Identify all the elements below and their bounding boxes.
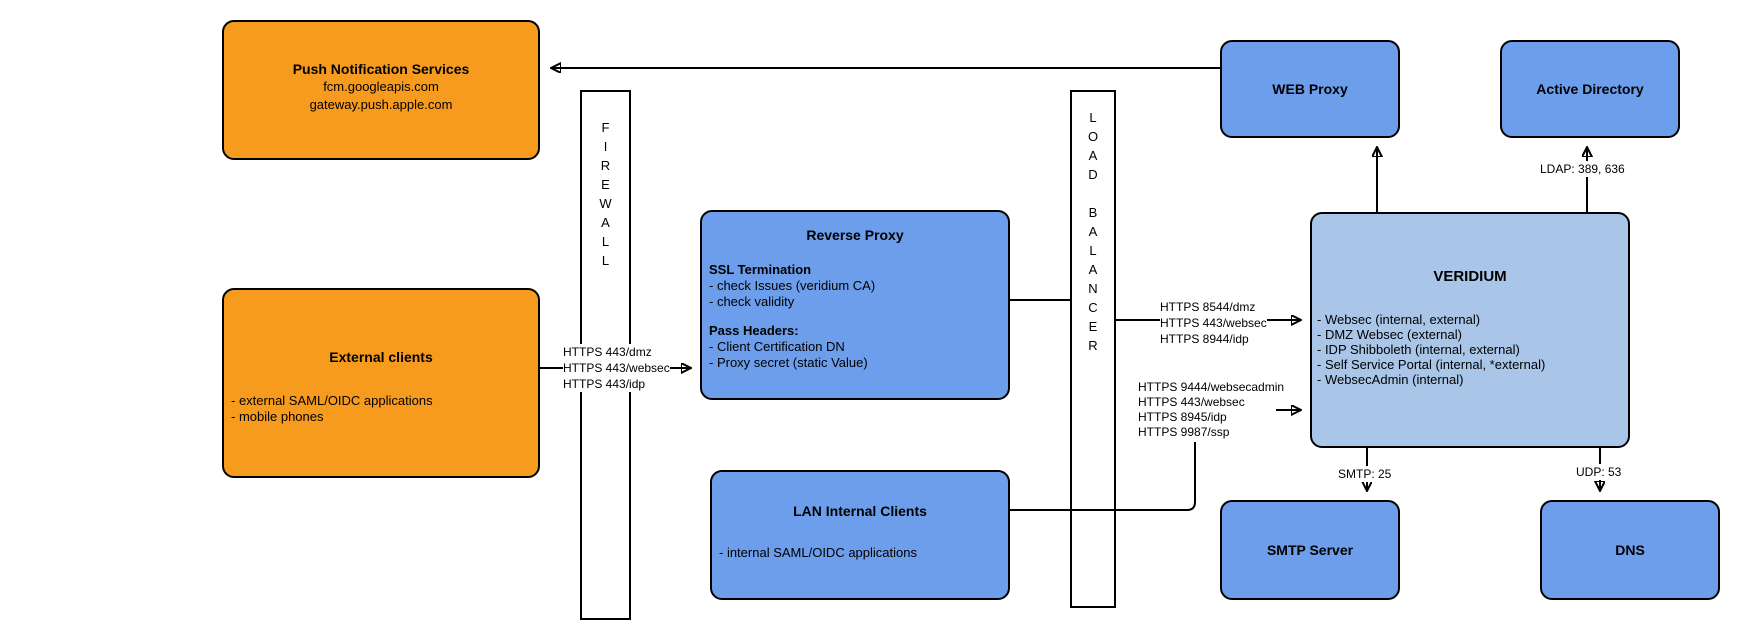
ldap-ports-label: LDAP: 389, 636 <box>1540 161 1625 177</box>
port-label: HTTPS 8544/dmz <box>1160 299 1256 315</box>
port-label: HTTPS 443/websec <box>563 360 670 376</box>
lan-internal-clients-item: - internal SAML/OIDC applications <box>719 545 917 560</box>
reverse-proxy-item: - check Issues (veridium CA) <box>709 278 876 293</box>
veridium-service-item: - WebsecAdmin (internal) <box>1317 372 1464 387</box>
smtp-server-title: SMTP Server <box>1266 542 1354 558</box>
port-label: HTTPS 443/websec <box>1138 395 1245 410</box>
web-proxy-title: WEB Proxy <box>1272 81 1348 97</box>
veridium-box: VERIDIUM - Websec (internal, external) -… <box>1310 212 1630 448</box>
external-clients-box: External clients - external SAML/OIDC ap… <box>222 288 540 478</box>
reverse-proxy-item: - Client Certification DN <box>709 339 845 354</box>
reverse-proxy-section-heading: Pass Headers: <box>709 323 799 338</box>
reverse-proxy-item: - check validity <box>709 294 795 309</box>
veridium-service-item: - IDP Shibboleth (internal, external) <box>1317 342 1520 357</box>
veridium-service-item: - Self Service Portal (internal, *extern… <box>1317 357 1546 372</box>
smtp-server-box: SMTP Server <box>1220 500 1400 600</box>
veridium-title: VERIDIUM <box>1433 268 1507 285</box>
push-fcm-host: fcm.googleapis.com <box>323 79 439 94</box>
veridium-service-item: - DMZ Websec (external) <box>1317 327 1462 342</box>
reverse-proxy-section-heading: SSL Termination <box>709 262 812 277</box>
lan-internal-clients-title: LAN Internal Clients <box>793 503 927 519</box>
push-apple-host: gateway.push.apple.com <box>309 97 453 112</box>
port-label: HTTPS 443/dmz <box>563 344 652 360</box>
load-balancer-label: L O A D B A L A N C E R <box>1087 110 1099 353</box>
reverse-proxy-title: Reverse Proxy <box>806 227 904 243</box>
reverse-proxy-box: Reverse Proxy SSL Termination - check Is… <box>700 210 1010 400</box>
reverse-proxy-item: - Proxy secret (static Value) <box>709 355 868 370</box>
smtp-port-label: SMTP: 25 <box>1338 466 1392 482</box>
external-clients-item: - external SAML/OIDC applications <box>231 393 433 408</box>
load-balancer-box: L O A D B A L A N C E R <box>1070 90 1116 608</box>
lan-internal-clients-box: LAN Internal Clients - internal SAML/OID… <box>710 470 1010 600</box>
push-notification-services-title: Push Notification Services <box>292 61 470 77</box>
external-clients-title: External clients <box>329 349 433 365</box>
port-label: HTTPS 8945/idp <box>1138 410 1227 425</box>
firewall-label: F I R E W A L L <box>599 120 612 268</box>
dns-box: DNS <box>1540 500 1720 600</box>
port-label: HTTPS 9444/websecadmin <box>1138 380 1285 395</box>
port-label: HTTPS 443/websec <box>1160 315 1267 331</box>
web-proxy-box: WEB Proxy <box>1220 40 1400 138</box>
external-clients-item: - mobile phones <box>231 409 324 424</box>
active-directory-box: Active Directory <box>1500 40 1680 138</box>
udp-port-label: UDP: 53 <box>1576 464 1622 480</box>
veridium-bottom-ports-label-group: HTTPS 9444/websecadmin HTTPS 443/websec … <box>1138 380 1285 440</box>
port-label: HTTPS 443/idp <box>563 376 646 392</box>
active-directory-title: Active Directory <box>1536 81 1644 97</box>
port-label: HTTPS 8944/idp <box>1160 331 1249 347</box>
push-notification-services-box: Push Notification Services fcm.googleapi… <box>222 20 540 160</box>
veridium-service-item: - Websec (internal, external) <box>1317 312 1481 327</box>
veridium-top-ports-label-group: HTTPS 8544/dmz HTTPS 443/websec HTTPS 89… <box>1160 299 1267 347</box>
port-label: HTTPS 9987/ssp <box>1138 425 1230 440</box>
dns-title: DNS <box>1615 542 1645 558</box>
firewall-ports-label-group: HTTPS 443/dmz HTTPS 443/websec HTTPS 443… <box>563 344 670 392</box>
